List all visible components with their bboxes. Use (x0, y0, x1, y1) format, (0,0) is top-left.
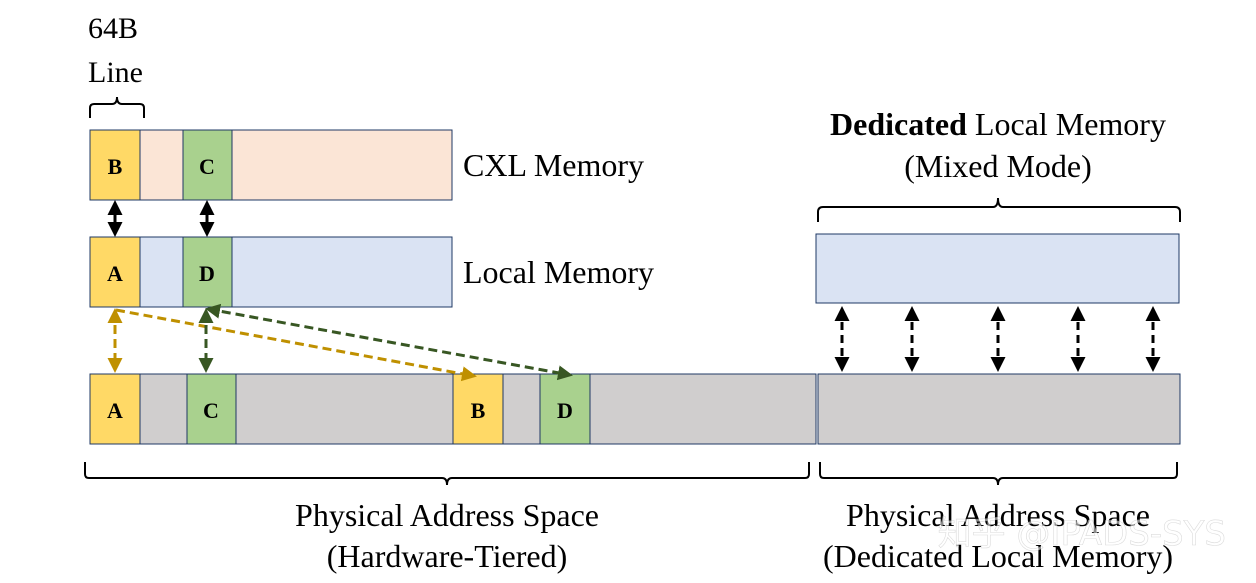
dedicated-caption-line2: (Dedicated Local Memory) (823, 538, 1173, 574)
dedicated-title: Dedicated Local Memory (830, 106, 1166, 142)
cxl-block-c (182, 129, 233, 201)
dedicated-subtitle: (Mixed Mode) (904, 148, 1092, 184)
watermark: 知乎 @IPADS-SYS (938, 514, 1226, 554)
local-block-a (89, 236, 141, 308)
dedicated-space-bracket (819, 462, 1178, 486)
dedicated-title-rest: Local Memory (967, 106, 1166, 142)
phys-block-d-label: D (557, 398, 573, 423)
local-block-d-label: D (199, 261, 215, 286)
line-unit-label: Line (88, 56, 143, 89)
cxl-memory-label: CXL Memory (463, 147, 644, 183)
dedicated-local-memory-bar (815, 233, 1180, 304)
dedicated-title-bold: Dedicated (830, 106, 967, 142)
cxl-block-b (89, 129, 141, 201)
map-arrow-d-phys-d (205, 303, 573, 381)
phys-block-a (89, 373, 141, 445)
tiered-caption-line1: Physical Address Space (295, 497, 599, 533)
tiered-caption-line2: (Hardware-Tiered) (327, 538, 567, 574)
cxl-block-b-label: B (108, 154, 123, 179)
local-block-a-label: A (107, 261, 123, 286)
local-memory-label: Local Memory (463, 254, 654, 290)
phys-block-a-label: A (107, 398, 123, 423)
tiered-space-bracket (84, 462, 810, 486)
local-memory-bar (89, 236, 453, 308)
cxl-block-c-label: C (199, 154, 215, 179)
local-block-d (182, 236, 233, 308)
cxl-memory-bar (89, 129, 453, 201)
map-arrow-a-phys-b (115, 308, 477, 382)
phys-block-b-label: B (471, 398, 486, 423)
phys-block-b (452, 373, 504, 445)
dedicated-caption-line1: Physical Address Space (846, 497, 1150, 533)
phys-block-c-label: C (203, 398, 219, 423)
dedicated-top-bracket (817, 197, 1181, 222)
physical-space-dedicated-bar (817, 373, 1181, 445)
line-size-label: 64B (88, 12, 138, 45)
phys-block-d (539, 373, 591, 445)
phys-block-c (186, 373, 237, 445)
line-size-bracket (89, 96, 145, 118)
